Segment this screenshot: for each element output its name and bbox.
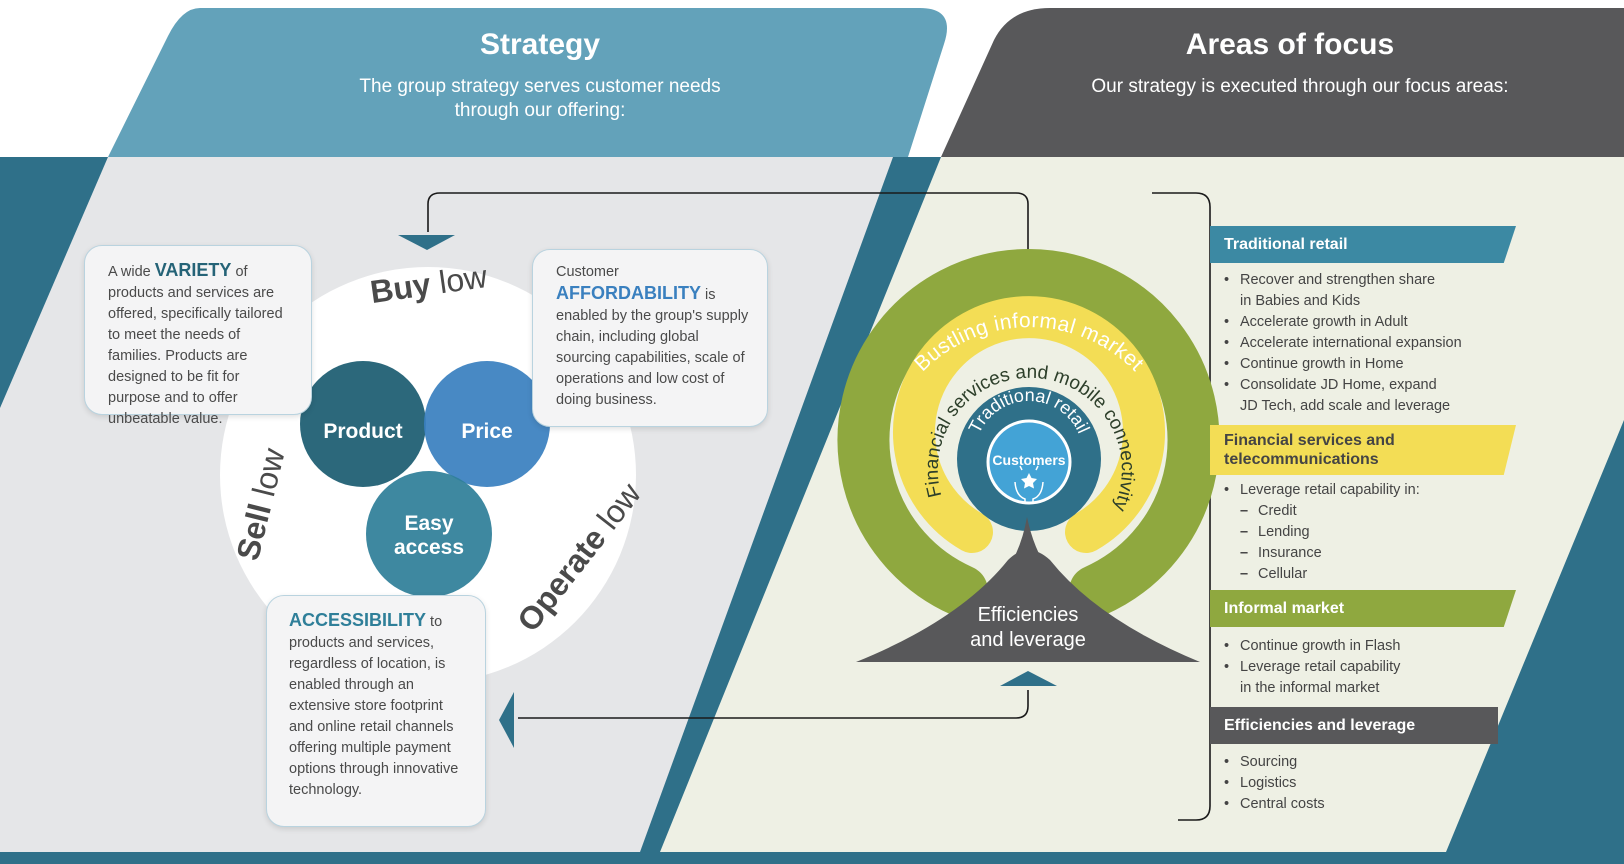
area-heading-financial-services: Financial services and telecommunication… (1210, 425, 1516, 475)
area-heading-informal-market: Informal market (1210, 590, 1516, 627)
list-item: Leverage retail capability in: (1210, 480, 1530, 501)
accessibility-post: to (426, 614, 443, 630)
bottom-connector (518, 690, 1029, 719)
strategy-banner (108, 8, 947, 157)
customers-label: Customers (992, 452, 1066, 468)
affordability-text: enabled by the group's supply chain, inc… (556, 308, 749, 408)
bottom-right-arrowhead (1000, 671, 1057, 686)
variety-callout: A wide VARIETY of products and services … (84, 245, 312, 427)
list-item: Central costs (1210, 794, 1530, 815)
efficiencies-base (856, 550, 1200, 662)
customers-icon (1014, 465, 1044, 504)
list-item: Logistics (1210, 773, 1530, 794)
easy-access-line1: Easy (404, 512, 454, 535)
easy-access-circle (366, 471, 492, 597)
area-heading-efficiencies: Efficiencies and leverage (1210, 707, 1498, 744)
strategy-subtitle-line1: The group strategy serves customer needs (359, 76, 721, 97)
variety-post: of (231, 264, 248, 280)
area-list-informal-market: Continue growth in Flash Leverage retail… (1210, 636, 1530, 699)
list-subitem: Credit (1210, 501, 1530, 522)
efficiencies-line2: and leverage (970, 629, 1086, 651)
bottom-left-arrowhead (499, 692, 514, 748)
outer-ring (837, 249, 1220, 617)
financial-heading-line1: Financial services and (1224, 432, 1395, 449)
easy-access-line2: access (393, 536, 465, 559)
price-circle (424, 361, 550, 487)
area-list-efficiencies: Sourcing Logistics Central costs (1210, 752, 1530, 815)
list-subitem: Lending (1210, 522, 1530, 543)
top-left-arrowhead (398, 235, 455, 250)
strategy-title: Strategy (479, 28, 601, 61)
strategy-subtitle-line2: through our offering: (454, 100, 626, 121)
product-circle (300, 361, 426, 487)
variety-pre: A wide (108, 264, 155, 280)
middle-ring (893, 296, 1165, 553)
focus-subtitle: Our strategy is executed through our foc… (1091, 76, 1509, 97)
list-item: Continue growth in Home (1210, 354, 1530, 375)
accessibility-keyword: ACCESSIBILITY (289, 610, 427, 630)
financial-heading-line2: telecommunications (1224, 451, 1379, 468)
accessibility-text: products and services, regardless of loc… (289, 635, 459, 798)
buy-low-word: low (436, 258, 490, 301)
customers-circle (986, 419, 1072, 505)
accessibility-callout: ACCESSIBILITY to products and services, … (266, 595, 486, 827)
buy-word: Buy (367, 265, 433, 310)
area-heading-traditional-retail: Traditional retail (1210, 226, 1516, 263)
affordability-pre: Customer (556, 264, 619, 280)
variety-keyword: VARIETY (154, 260, 232, 280)
focus-banner (941, 8, 1624, 157)
list-item: Continue growth in Flash (1210, 636, 1530, 657)
product-label: Product (323, 420, 403, 443)
price-label: Price (461, 420, 513, 443)
focus-title: Areas of focus (1185, 28, 1395, 61)
list-subitem: Insurance (1210, 543, 1530, 564)
list-subitem: Cellular (1210, 564, 1530, 585)
strategy-subtitle: The group strategy serves customer needs… (280, 75, 800, 123)
affordability-post: is (700, 287, 716, 303)
list-item: Accelerate growth in Adult (1210, 312, 1530, 333)
variety-text: products and services are offered, speci… (108, 285, 283, 427)
efficiencies-label: Efficiencies and leverage (938, 603, 1118, 653)
area-list-financial-services: Leverage retail capability in: Credit Le… (1210, 480, 1530, 585)
list-item: Sourcing (1210, 752, 1530, 773)
affordability-callout: Customer AFFORDABILITY is enabled by the… (532, 249, 768, 427)
efficiencies-line1: Efficiencies (977, 604, 1079, 626)
top-connector (427, 192, 1029, 252)
list-item: Accelerate international expansion (1210, 333, 1530, 354)
affordability-keyword: AFFORDABILITY (556, 283, 701, 303)
easy-access-label: Easy access (366, 512, 492, 560)
